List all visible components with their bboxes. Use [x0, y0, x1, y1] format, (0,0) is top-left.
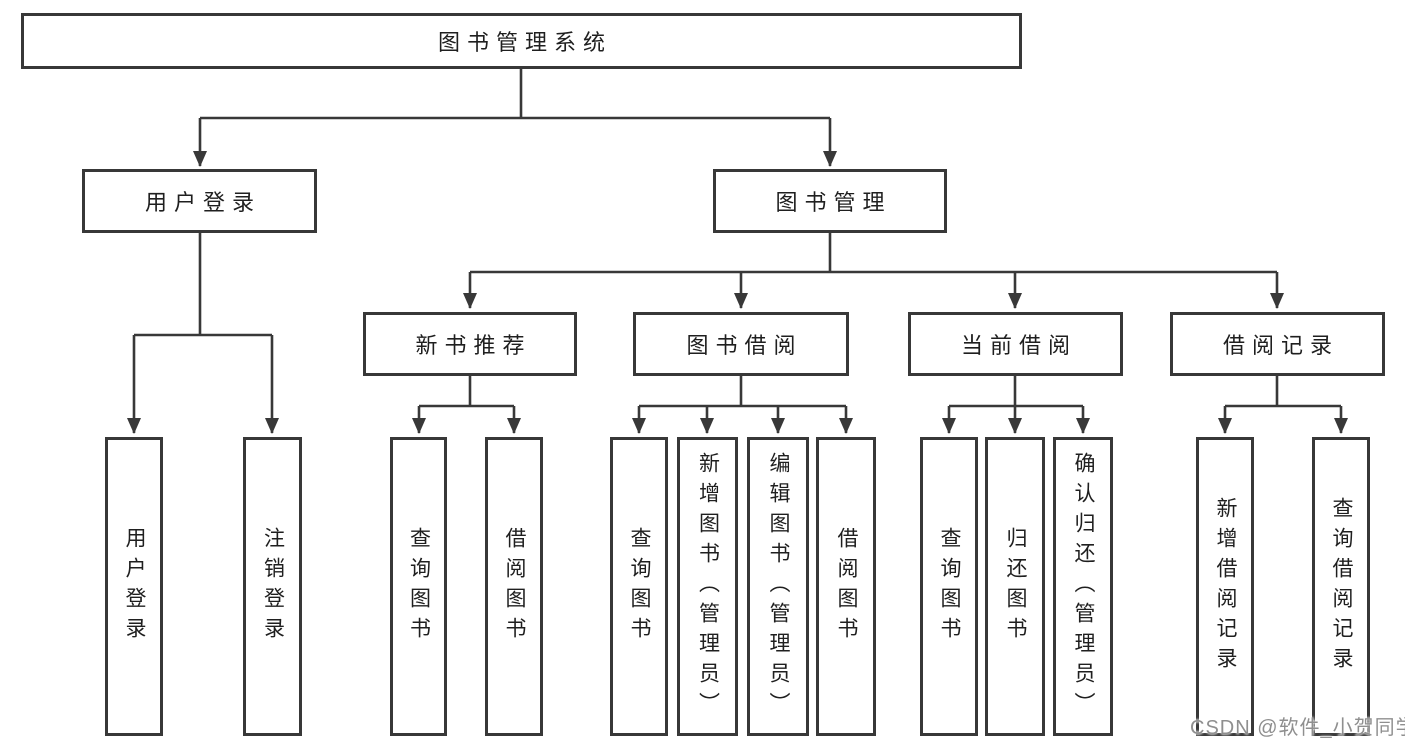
csdn-watermark: CSDN @软件_小贺同学	[1190, 717, 1405, 739]
leaf-return-books: 归还图书	[985, 437, 1045, 736]
leaf-borrow-books: 借阅图书	[816, 437, 876, 736]
node-current-borrow: 当前借阅	[908, 312, 1123, 376]
node-library-management-system: 图书管理系统	[21, 13, 1022, 69]
leaf-add-borrow-record: 新增借阅记录	[1196, 437, 1254, 736]
leaf-borrow-books-recommend: 借阅图书	[485, 437, 543, 736]
leaf-query-books-current: 查询图书	[920, 437, 978, 736]
leaf-confirm-return-admin: 确认归还（管理员）	[1053, 437, 1113, 736]
node-book-borrow: 图书借阅	[633, 312, 849, 376]
leaf-query-books-borrow: 查询图书	[610, 437, 668, 736]
leaf-logout: 注销登录	[243, 437, 302, 736]
leaf-user-login: 用户登录	[105, 437, 163, 736]
node-borrow-records: 借阅记录	[1170, 312, 1385, 376]
node-user-login: 用户登录	[82, 169, 317, 233]
leaf-query-books-recommend: 查询图书	[390, 437, 447, 736]
leaf-query-borrow-record: 查询借阅记录	[1312, 437, 1370, 736]
leaf-add-books-admin: 新增图书（管理员）	[677, 437, 738, 736]
leaf-edit-books-admin: 编辑图书（管理员）	[747, 437, 809, 736]
node-new-book-recommend: 新书推荐	[363, 312, 577, 376]
node-book-management: 图书管理	[713, 169, 947, 233]
